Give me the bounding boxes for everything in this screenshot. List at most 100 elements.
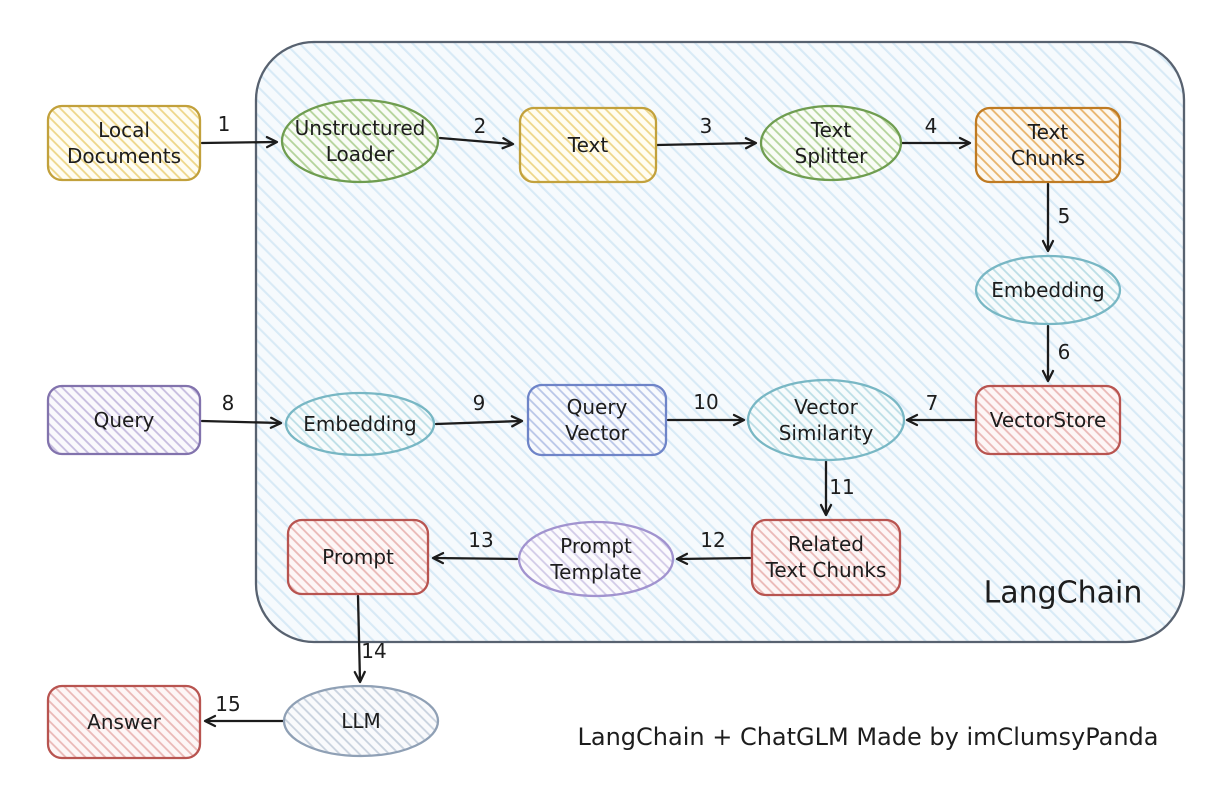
vector-similarity-ellipse [746,378,906,462]
edge-15-label: 15 [215,692,240,716]
node-query: Query [46,384,202,456]
text-splitter-label: Splitter [795,144,868,168]
edge-13-arrow [431,551,519,565]
edge-12-arrow [675,552,752,566]
text-splitter-label: Text [810,118,852,142]
edge-14-arrow [353,594,366,684]
prompt-template-label: Prompt [560,534,632,558]
llm-label: LLM [341,709,381,733]
edge-3-label: 3 [700,114,713,138]
prompt-template-ellipse [517,520,675,598]
node-text-chunks: Text Chunks [974,106,1122,184]
query-vector-label: Vector [565,421,630,445]
edge-6: 6 [1041,324,1071,383]
query-vector-label: Query [567,395,628,419]
node-prompt: Prompt [286,518,430,596]
edge-9: 9 [434,391,524,428]
local-documents-label: Documents [67,144,181,168]
answer-label: Answer [87,710,161,734]
node-related-text-chunks: Related Text Chunks [750,518,902,597]
edge-6-label: 6 [1058,340,1071,364]
edge-5-label: 5 [1058,204,1071,228]
edges: 1 2 3 4 5 6 7 8 [200,112,1071,728]
node-llm: LLM [282,684,440,758]
node-prompt-template: Prompt Template [517,520,675,598]
embedding-docs-ellipse [974,254,1122,326]
node-vectorstore: VectorStore [974,384,1122,456]
text-label: Text [567,133,609,157]
edge-2-label: 2 [474,114,487,138]
edge-4-label: 4 [925,114,938,138]
node-query-vector: Query Vector [526,383,668,457]
edge-12: 12 [675,528,752,566]
edge-14-label: 14 [361,639,386,663]
answer-box [46,684,202,760]
node-unstructured-loader: Unstructured Loader [280,98,440,184]
edge-7-label: 7 [926,391,939,415]
text-splitter-ellipse [759,104,903,182]
node-answer: Answer [46,684,202,760]
edge-8-arrow [200,416,283,429]
langchain-container-label: LangChain [984,576,1143,611]
embedding-docs-label: Embedding [991,278,1104,302]
query-vector-box [526,383,668,457]
prompt-box [286,518,430,596]
edge-1-arrow [200,135,279,149]
prompt-label: Prompt [322,545,394,569]
edge-10-label: 10 [693,390,718,414]
edge-8: 8 [200,391,283,429]
node-local-documents: Local Documents [46,104,202,182]
edge-12-label: 12 [700,528,725,552]
vectorstore-label: VectorStore [990,408,1107,432]
edge-11: 11 [819,459,855,517]
related-text-chunks-label: Text Chunks [765,558,887,582]
vector-similarity-label: Similarity [779,421,874,445]
edge-9-label: 9 [473,391,486,415]
edge-1: 1 [200,112,279,149]
edge-9-arrow [434,415,524,428]
node-text: Text [518,106,658,184]
langchain-container: LangChain [254,40,1186,644]
related-text-chunks-label: Related [788,532,864,556]
text-chunks-label: Chunks [1011,146,1085,170]
embedding-query-ellipse [284,391,436,457]
edge-15: 15 [203,692,285,728]
edge-3-arrow [655,137,758,150]
unstructured-loader-label: Unstructured [295,116,426,140]
vectorstore-box [974,384,1122,456]
unstructured-loader-label: Loader [326,142,395,166]
query-label: Query [94,408,155,432]
edge-1-label: 1 [218,112,231,136]
edge-10: 10 [666,390,746,427]
vector-similarity-label: Vector [794,395,859,419]
langchain-container-box [254,40,1186,644]
edge-2-arrow [438,136,515,150]
text-chunks-box [974,106,1122,184]
local-documents-box [46,104,202,182]
node-embedding-query: Embedding [284,391,436,457]
caption: LangChain + ChatGLM Made by imClumsyPand… [578,723,1159,751]
edge-5: 5 [1041,182,1071,253]
llm-ellipse [282,684,440,758]
edge-11-label: 11 [829,475,854,499]
text-chunks-label: Text [1027,120,1069,144]
edge-7: 7 [905,391,976,427]
query-box [46,384,202,456]
node-text-splitter: Text Splitter [759,104,903,182]
related-text-chunks-box [750,518,902,597]
node-vector-similarity: Vector Similarity [746,378,906,462]
edge-13: 13 [431,528,519,565]
edge-14: 14 [353,594,387,684]
prompt-template-label: Template [549,560,641,584]
node-embedding-docs: Embedding [974,254,1122,326]
text-box [518,106,658,184]
local-documents-label: Local [98,118,150,142]
edge-8-label: 8 [222,391,235,415]
embedding-query-label: Embedding [303,412,416,436]
edge-3: 3 [655,114,758,150]
edge-13-label: 13 [468,528,493,552]
edge-4: 4 [900,114,972,150]
edge-2: 2 [438,114,515,150]
